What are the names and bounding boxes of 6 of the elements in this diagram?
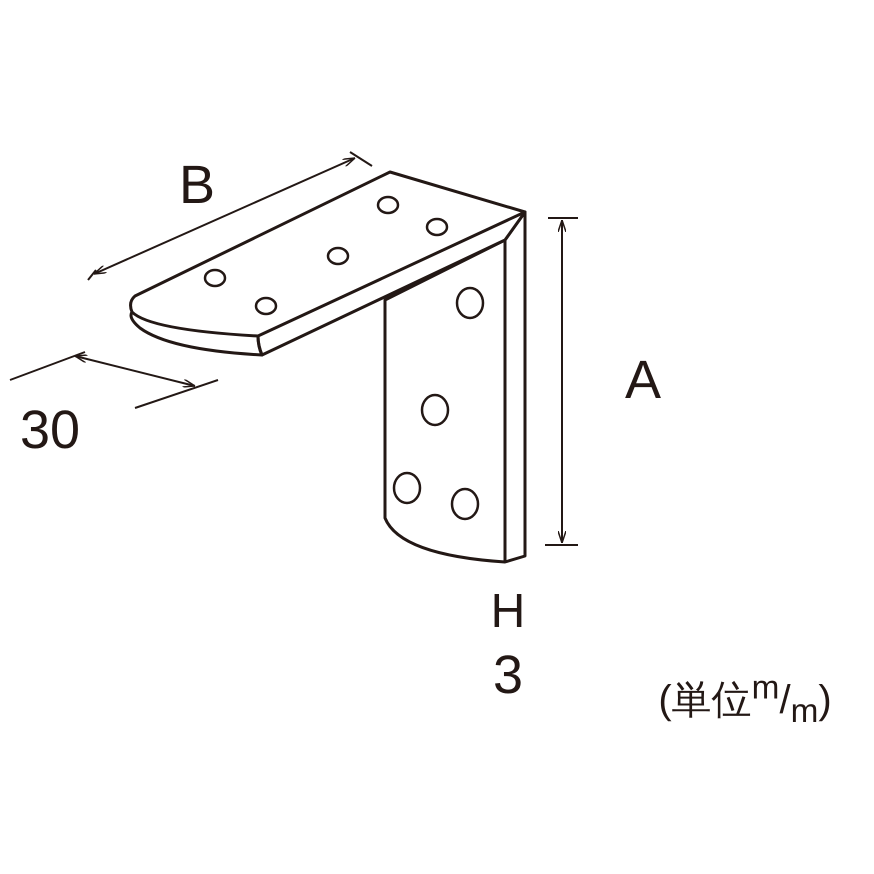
dimension-label: B [178,158,216,212]
dimension-label: A [624,353,662,407]
dimension-label: (単位$^{m}$/$_{m}$) [658,672,832,728]
dimension-label: 3 [492,648,524,702]
dimension-label: 30 [20,403,80,457]
dimension-label: H [490,588,526,636]
